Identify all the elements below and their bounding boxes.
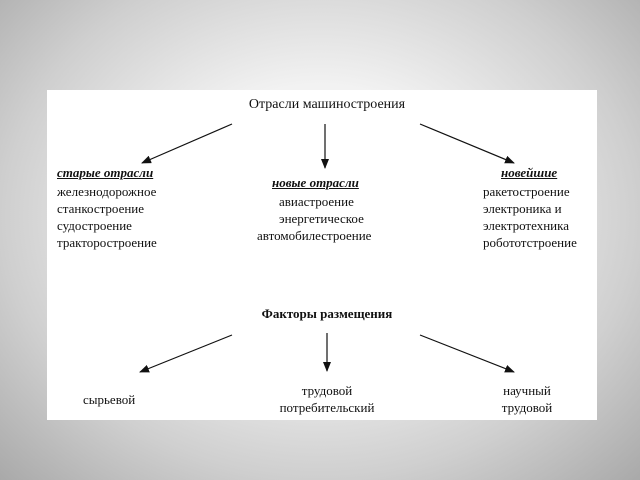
factor-line: научный bbox=[503, 383, 551, 398]
old-branches-heading: старые отрасли bbox=[57, 165, 154, 180]
arrow-to-science-labour-factor bbox=[419, 334, 515, 373]
diagram-panel: Отрасли машиностроения старые отрасли же… bbox=[47, 90, 597, 420]
raw-material-factor: сырьевой bbox=[83, 392, 136, 407]
placement-factors-title: Факторы размещения bbox=[261, 306, 393, 321]
list-item: железнодорожное bbox=[57, 184, 157, 199]
list-item: тракторостроение bbox=[57, 235, 157, 250]
factor-line: трудовой bbox=[501, 400, 553, 415]
newest-branches-heading: новейшие bbox=[501, 165, 558, 180]
list-item: автомобилестроение bbox=[257, 228, 372, 243]
arrow-layer bbox=[139, 123, 515, 373]
list-item: авиастроение bbox=[279, 194, 354, 209]
list-item: ракетостроение bbox=[483, 184, 570, 199]
list-item: судостроение bbox=[57, 218, 132, 233]
factor-line: трудовой bbox=[301, 383, 353, 398]
arrow-to-newest-branches bbox=[419, 123, 515, 164]
list-item: электроника и bbox=[483, 201, 562, 216]
arrow-to-old-branches bbox=[141, 123, 233, 164]
list-item: электротехника bbox=[483, 218, 569, 233]
list-item: робототстроение bbox=[483, 235, 577, 250]
list-item: станкостроение bbox=[57, 201, 145, 216]
factor-line: потребительский bbox=[279, 400, 375, 415]
list-item: энергетическое bbox=[279, 211, 364, 226]
arrow-to-raw-factor bbox=[139, 334, 233, 373]
new-branches-heading: новые отрасли bbox=[272, 175, 359, 190]
machine-building-title: Отрасли машиностроения bbox=[248, 97, 406, 112]
